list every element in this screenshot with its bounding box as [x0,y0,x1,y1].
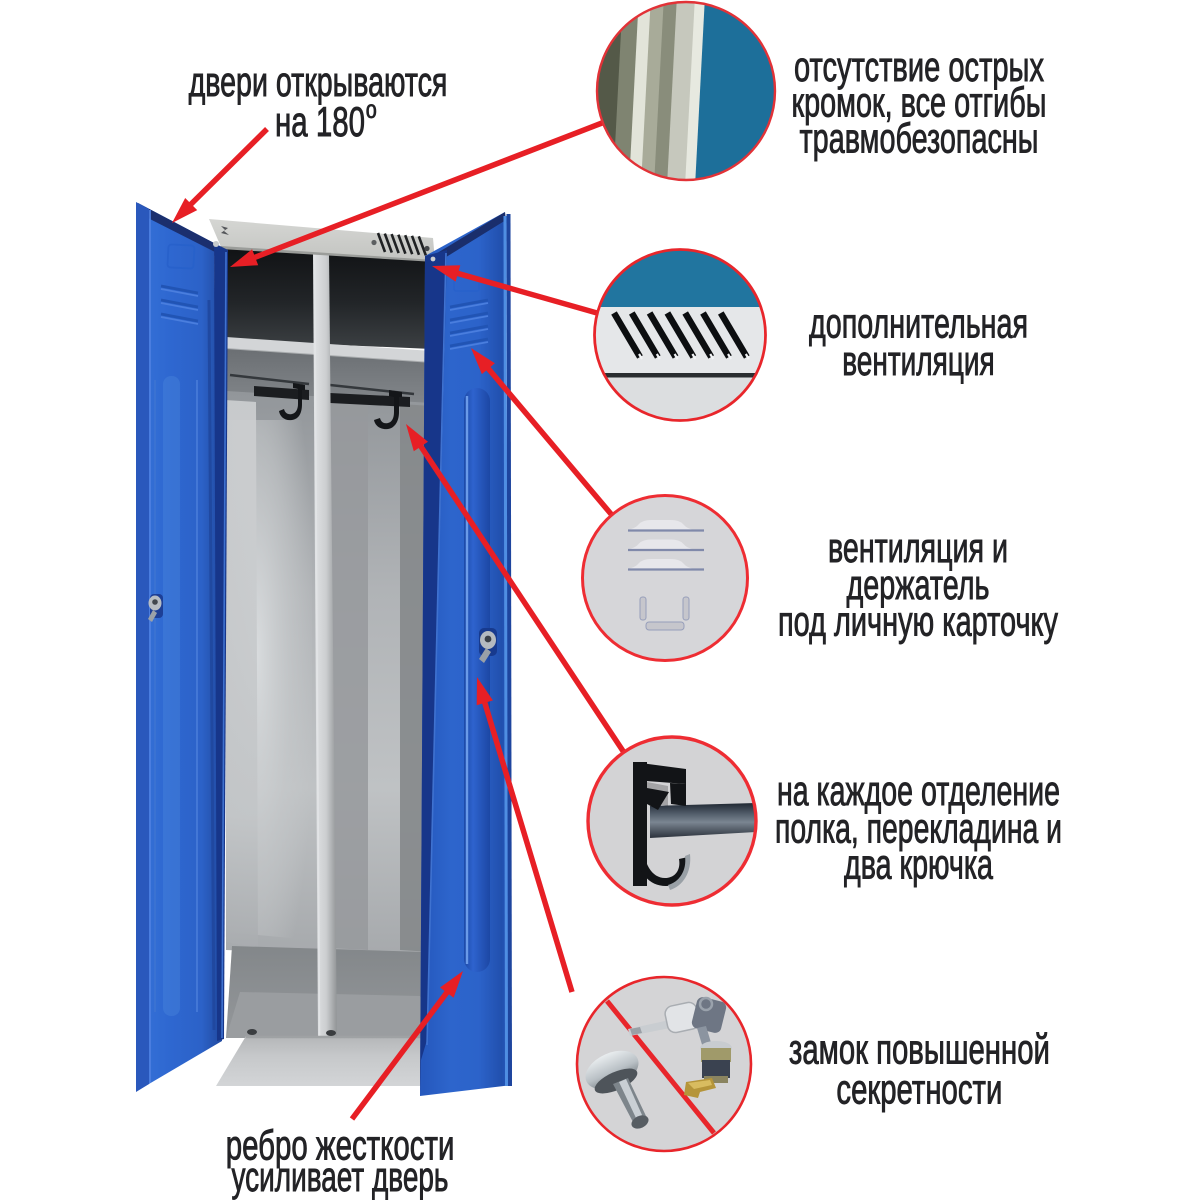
svg-text:секретности: секретности [836,1066,1002,1113]
svg-text:держатель: держатель [847,561,990,608]
svg-text:дополнительная: дополнительная [809,300,1028,347]
svg-text:ребро жесткости: ребро жесткости [226,1121,455,1168]
svg-text:вентиляция: вентиляция [842,337,995,384]
svg-text:травмобезопасны: травмобезопасны [800,115,1039,162]
svg-text:усиливает дверь: усиливает дверь [232,1153,449,1200]
svg-text:на 180: на 180 [275,98,365,145]
svg-text:на каждое отделение: на каждое отделение [777,767,1060,814]
svg-text:двери открываются: двери открываются [189,58,448,105]
svg-text:два крючка: два крючка [844,841,993,888]
svg-text:вентиляция и: вентиляция и [828,524,1008,571]
svg-text:отсутствие острых: отсутствие острых [794,43,1044,90]
svg-text:полка, перекладина и: полка, перекладина и [775,805,1062,852]
svg-text:под личную карточку: под личную карточку [778,598,1058,645]
svg-text:0: 0 [366,102,377,123]
svg-text:кромок, все отгибы: кромок, все отгибы [792,79,1047,126]
svg-text:замок повышенной: замок повышенной [789,1026,1050,1073]
